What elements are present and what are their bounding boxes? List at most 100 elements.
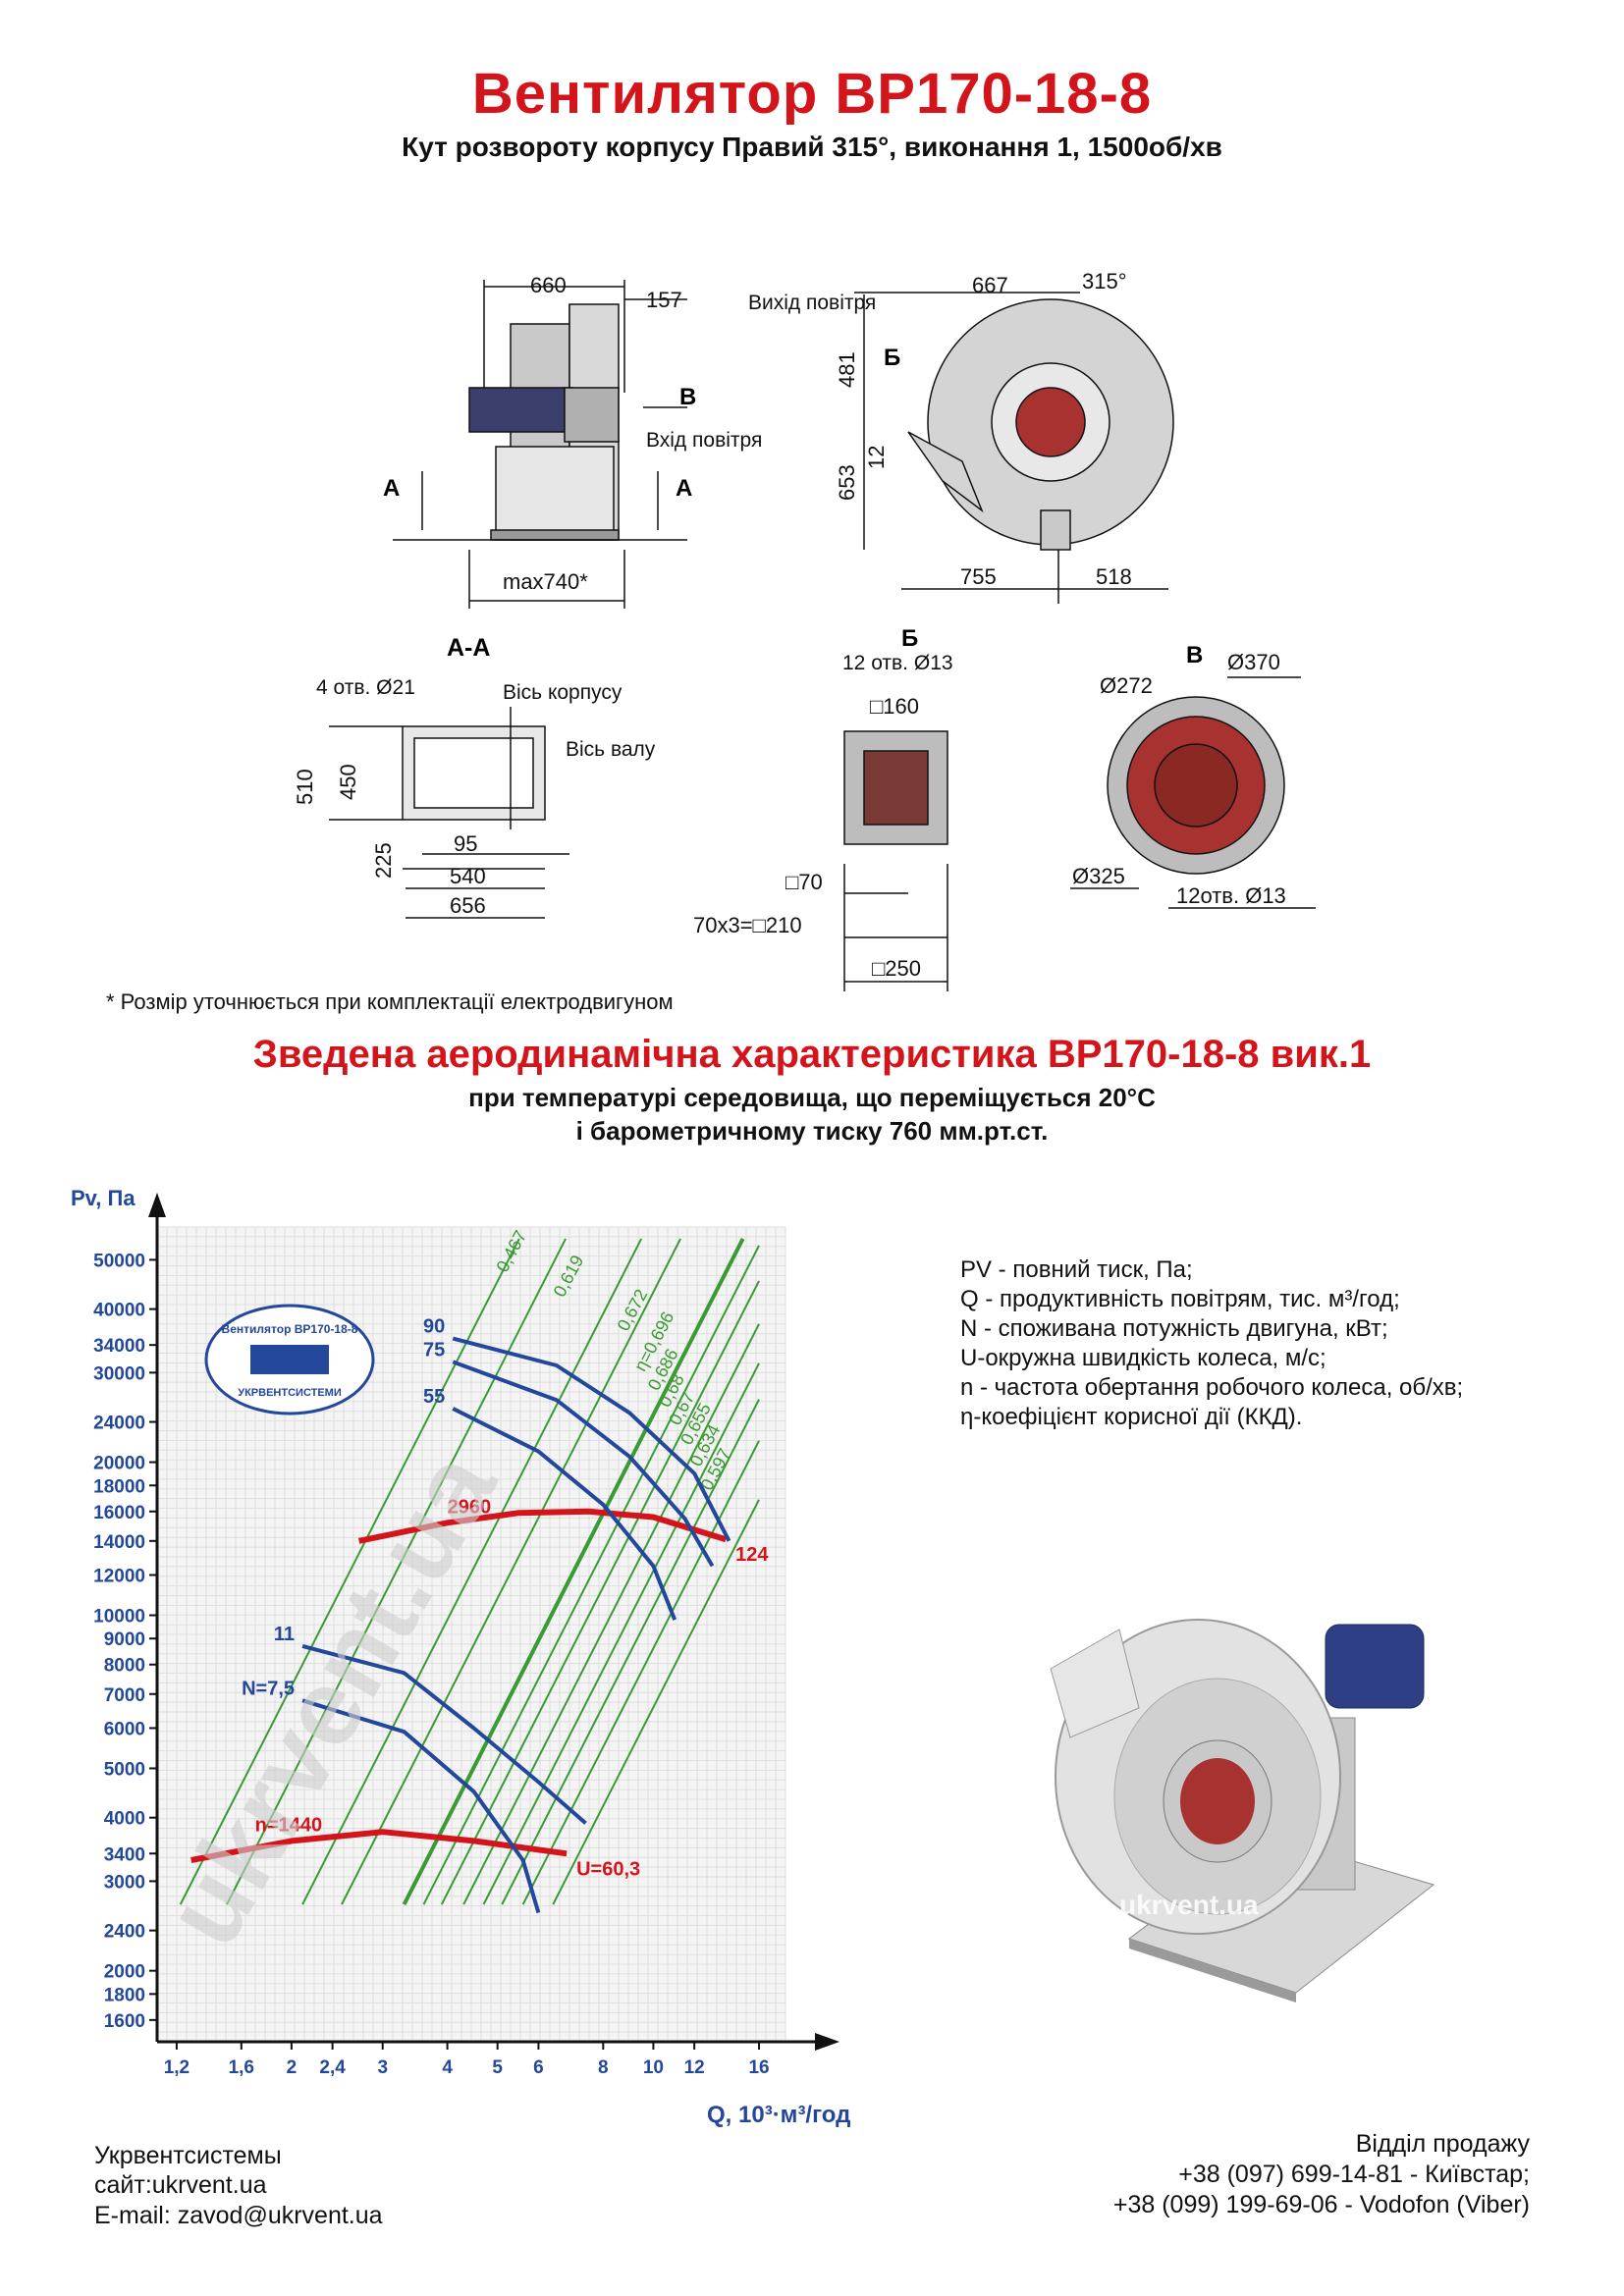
view-v-drawing bbox=[1070, 676, 1316, 909]
efficiency-line bbox=[552, 1499, 760, 1905]
dim-667: 667 bbox=[972, 273, 1008, 297]
efficiency-line bbox=[341, 1238, 681, 1905]
page-title: Вентилятор ВР170-18-8 bbox=[471, 62, 1153, 126]
footer-phone-vodafone[interactable]: +38 (099) 199-69-06 - Vodofon (Viber) bbox=[1112, 2191, 1530, 2218]
view-b-drawing bbox=[843, 730, 948, 991]
series-label: N=7,5 bbox=[242, 1678, 295, 1699]
y-tick-label: 40000 bbox=[93, 1301, 145, 1321]
efficiency-line bbox=[521, 1440, 760, 1905]
series-curve bbox=[357, 1508, 728, 1544]
dim-450: 450 bbox=[336, 764, 360, 800]
y-tick-label: 16000 bbox=[93, 1503, 145, 1523]
y-tick-label: 20000 bbox=[93, 1454, 145, 1474]
efficiency-line bbox=[501, 1399, 760, 1905]
footer-phone-kyivstar[interactable]: +38 (097) 699-14-81 - Київстар; bbox=[1178, 2161, 1530, 2188]
y-tick-label: 4000 bbox=[104, 1809, 145, 1830]
x-tick-label: 12 bbox=[684, 2057, 705, 2078]
x-tick-label: 1,6 bbox=[229, 2057, 254, 2078]
view-b-title: Б bbox=[901, 625, 918, 652]
fan-illustration: ukrvent.ua bbox=[1050, 1619, 1435, 2002]
dim-sq250: □250 bbox=[872, 956, 921, 981]
chart-section-sub1: при температурі середовища, що переміщує… bbox=[468, 1083, 1156, 1112]
y-tick-label: 18000 bbox=[93, 1476, 145, 1497]
dim-d370: Ø370 bbox=[1227, 650, 1280, 674]
view-v-title: В bbox=[1186, 642, 1203, 668]
series-label: U=60,3 bbox=[576, 1858, 640, 1880]
dim-d272: Ø272 bbox=[1100, 673, 1153, 698]
dim-sq160: □160 bbox=[870, 694, 919, 719]
footer-email[interactable]: E-mail: zavod@ukrvent.ua bbox=[94, 2202, 383, 2229]
x-axis-arrow bbox=[815, 2033, 839, 2051]
label-view-v: В bbox=[679, 384, 696, 410]
dim-sq70: □70 bbox=[785, 870, 823, 894]
x-tick-label: 5 bbox=[492, 2057, 503, 2078]
series-label: 2960 bbox=[448, 1496, 492, 1518]
series-label: 11 bbox=[274, 1624, 295, 1645]
footer-company: Укрвентсистемы bbox=[94, 2142, 282, 2169]
y-tick-label: 2000 bbox=[104, 1962, 145, 1983]
footer-sales: Відділ продажу bbox=[1355, 2130, 1530, 2158]
y-tick-label: 12000 bbox=[93, 1566, 145, 1586]
dim-225: 225 bbox=[371, 842, 396, 879]
y-tick-label: 1800 bbox=[104, 1985, 145, 2005]
dim-653: 653 bbox=[835, 464, 859, 501]
x-tick-label: 10 bbox=[643, 2057, 664, 2078]
efficiency-line bbox=[301, 1238, 643, 1905]
technical-drawings: 660 157 В Вхід повітря А А max740* Вихід… bbox=[293, 269, 1316, 991]
section-aa-title: А-А bbox=[447, 634, 490, 662]
series-label: 124 bbox=[735, 1544, 769, 1566]
dim-12: 12 bbox=[864, 446, 889, 469]
dim-max740: max740* bbox=[503, 569, 588, 594]
legend-n: N - споживана потужність двигуна, кВт; bbox=[960, 1315, 1388, 1342]
dim-660: 660 bbox=[530, 273, 567, 297]
x-tick-label: 3 bbox=[377, 2057, 388, 2078]
section-aa-drawing bbox=[329, 707, 569, 919]
efficiency-line bbox=[226, 1238, 567, 1905]
y-tick-label: 30000 bbox=[93, 1363, 145, 1384]
view-v-holes: 12отв. Ø13 bbox=[1176, 883, 1286, 908]
x-axis-title: Q, 10³·м³/год bbox=[707, 2102, 850, 2128]
x-tick-label: 1,2 bbox=[164, 2057, 189, 2078]
y-tick-label: 6000 bbox=[104, 1719, 145, 1739]
y-tick-label: 34000 bbox=[93, 1336, 145, 1357]
page-subtitle: Кут розвороту корпусу Правий 315°, викон… bbox=[402, 132, 1222, 162]
logo-bottom-text: УКРВЕНТСИСТЕМИ bbox=[238, 1387, 342, 1399]
efficiency-line bbox=[462, 1323, 760, 1905]
y-tick-label: 3400 bbox=[104, 1844, 145, 1865]
front-view-drawing bbox=[854, 292, 1174, 604]
side-view-drawing bbox=[393, 280, 687, 609]
section-aa-holes: 4 отв. Ø21 bbox=[316, 676, 415, 699]
y-tick-label: 5000 bbox=[104, 1759, 145, 1780]
series-curve bbox=[452, 1360, 715, 1568]
chart-section-sub2: і барометричному тиску 760 мм.рт.ст. bbox=[575, 1116, 1049, 1146]
y-axis-arrow bbox=[148, 1193, 166, 1217]
footnote: * Розмір уточнюється при комплектації ел… bbox=[106, 989, 674, 1014]
label-outlet: Вихід повітря bbox=[748, 292, 876, 314]
chart-section-title: Зведена аеродинамічна характеристика ВР1… bbox=[252, 1033, 1372, 1076]
x-tick-label: 4 bbox=[442, 2057, 453, 2078]
y-axis-title: Pv, Па bbox=[71, 1186, 135, 1210]
logo-fan-icon bbox=[250, 1345, 329, 1374]
footer-site[interactable]: сайт:ukrvent.ua bbox=[94, 2171, 267, 2199]
dim-481: 481 bbox=[835, 351, 859, 388]
logo-top-text: Вентилятор ВР170-18-8 bbox=[222, 1322, 358, 1336]
series-label: 75 bbox=[423, 1339, 445, 1361]
series-label: n=1440 bbox=[255, 1814, 322, 1836]
y-tick-label: 8000 bbox=[104, 1656, 145, 1677]
efficiency-line bbox=[402, 1238, 745, 1906]
dim-656: 656 bbox=[450, 893, 486, 918]
y-tick-label: 24000 bbox=[93, 1414, 145, 1434]
axis-shaft: Вісь валу bbox=[566, 738, 656, 761]
efficiency-line bbox=[482, 1362, 760, 1905]
y-tick-label: 1600 bbox=[104, 2011, 145, 2032]
y-tick-label: 7000 bbox=[104, 1685, 145, 1706]
legend-q: Q - продуктивність повітрям, тис. м³/год… bbox=[960, 1286, 1400, 1312]
x-tick-label: 6 bbox=[533, 2057, 544, 2078]
series-curve bbox=[452, 1407, 677, 1621]
label-a-left: А bbox=[383, 475, 400, 502]
fan-watermark: ukrvent.ua bbox=[1119, 1890, 1259, 1920]
view-b-holes: 12 отв. Ø13 bbox=[842, 652, 953, 674]
series-curve bbox=[301, 1698, 541, 1914]
